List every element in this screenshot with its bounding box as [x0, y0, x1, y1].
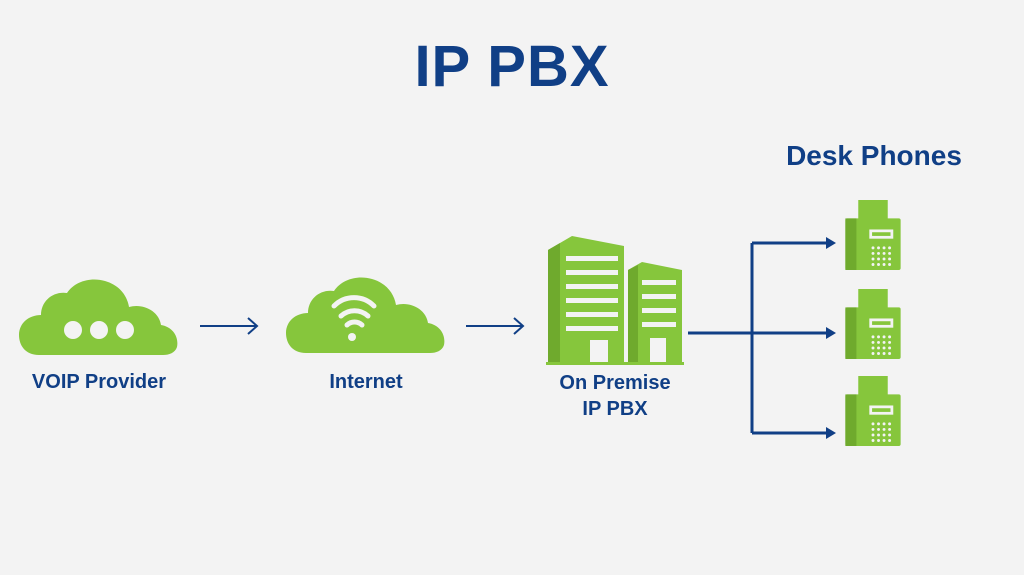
arrow-provider-to-internet [200, 317, 259, 335]
desk-phone-icon [845, 376, 901, 446]
arrow-internet-to-pbx [466, 317, 525, 335]
phone-connectors [688, 237, 836, 439]
internet-label: Internet [329, 371, 403, 393]
on-premise-label: On Premise IP PBX [530, 370, 700, 422]
on-premise-label-line1: On Premise [559, 372, 671, 394]
desk-phone-icon [845, 289, 901, 359]
cloud-wifi-icon [286, 277, 445, 353]
on-premise-label-line2: IP PBX [582, 398, 648, 420]
cloud-dots-icon [19, 279, 178, 355]
buildings-icon [546, 236, 684, 365]
desk-phone-icon [845, 200, 901, 270]
desk-phones-title: Desk Phones [786, 140, 962, 171]
voip-provider-label: VOIP Provider [31, 371, 167, 393]
page-title: IP PBX [414, 34, 610, 99]
